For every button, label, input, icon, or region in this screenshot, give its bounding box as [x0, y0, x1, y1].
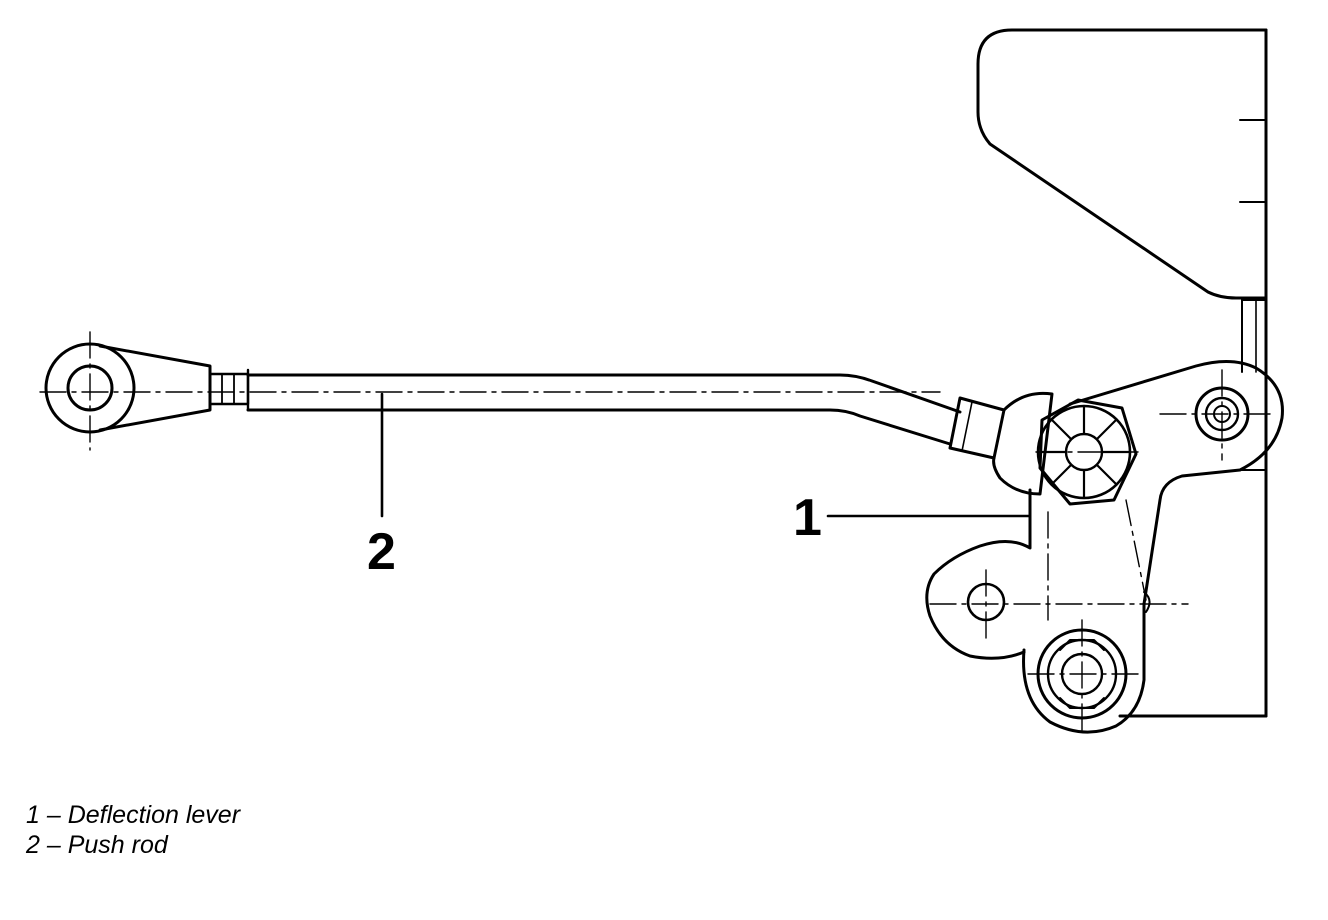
leader-lines [380, 392, 1032, 518]
legend-number: 2 [26, 831, 40, 859]
legend-label: Push rod [67, 831, 168, 859]
legend-separator: – [46, 801, 61, 829]
callout-label-2: 2 [367, 523, 396, 581]
center-lines [39, 331, 1277, 731]
deflection-lever [925, 360, 1284, 734]
callout-label-1: 1 [793, 489, 822, 547]
hex-nut [1038, 398, 1138, 506]
mounting-plate [976, 28, 1268, 718]
legend-item-deflection-lever: 1 – Deflection lever [26, 800, 240, 830]
legend-number: 1 [26, 801, 40, 829]
legend: 1 – Deflection lever 2 – Push rod [26, 800, 240, 860]
legend-item-push-rod: 2 – Push rod [26, 830, 240, 860]
push-rod [44, 342, 1054, 496]
legend-separator: – [46, 831, 61, 859]
legend-label: Deflection lever [67, 801, 241, 829]
